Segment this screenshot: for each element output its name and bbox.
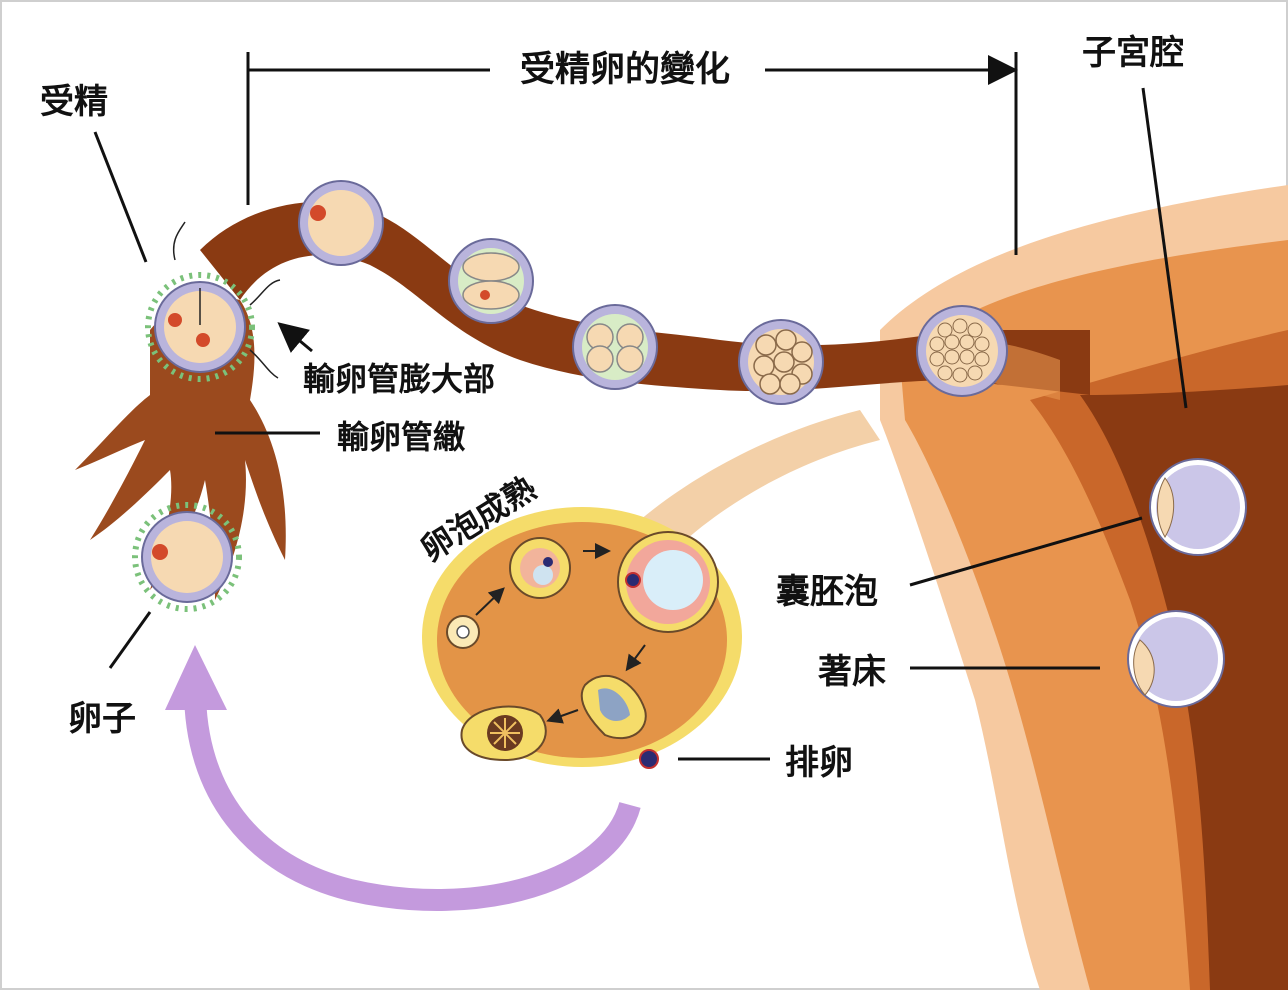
- label-ovulation: 排卵: [785, 743, 853, 783]
- corpus-luteum: [461, 707, 545, 760]
- diagram-title: 受精卵的變化: [520, 50, 730, 90]
- label-fimbria: 輸卵管繖: [337, 418, 466, 456]
- two-cell-stage: [449, 239, 533, 323]
- morula: [917, 306, 1007, 396]
- mature-follicle: [618, 532, 718, 632]
- four-cell-stage: [573, 305, 657, 389]
- label-ampulla: 輸卵管膨大部: [303, 360, 495, 398]
- implanting-blastocyst: [1128, 611, 1224, 707]
- label-uterine-cavity: 子宮腔: [1082, 33, 1184, 73]
- label-fertilization: 受精: [40, 82, 108, 122]
- eight-cell-stage: [739, 320, 823, 404]
- zygote: [299, 181, 383, 265]
- released-ovum: [640, 750, 658, 768]
- primary-follicle: [510, 538, 570, 598]
- label-ovum: 卵子: [68, 699, 136, 739]
- label-implantation: 著床: [818, 652, 886, 692]
- blastocyst-cell: [1150, 459, 1246, 555]
- label-blastocyst: 囊胚泡: [776, 572, 878, 612]
- primordial-follicle: [447, 616, 479, 648]
